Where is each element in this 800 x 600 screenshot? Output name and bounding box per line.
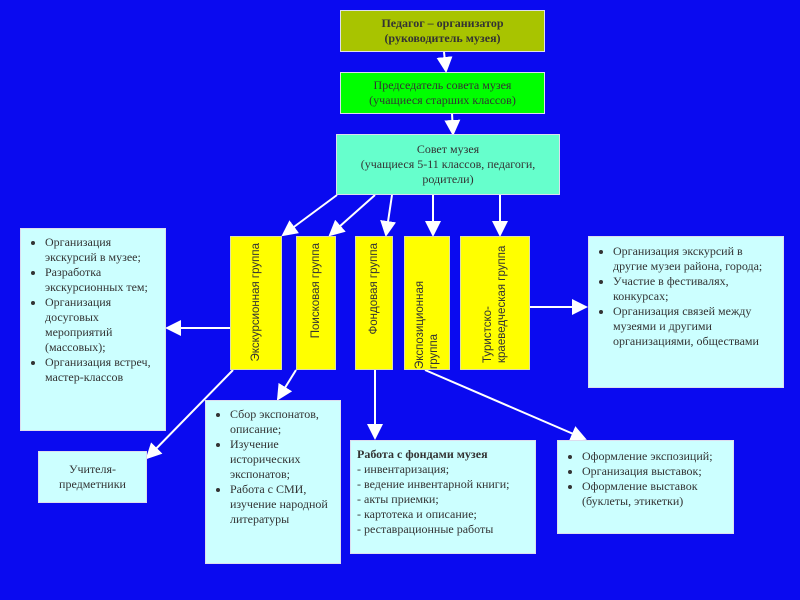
council-subtitle: (учащиеся 5-11 классов, педагоги, родите…	[360, 157, 536, 186]
chairman-subtitle: (учащиеся старших классов)	[369, 93, 516, 107]
group-label: Экспозиционная группа	[414, 280, 440, 369]
task-item: Разработка экскурсионных тем;	[45, 265, 161, 295]
organizer-box: Педагог – организатор (руководитель музе…	[340, 10, 545, 52]
group-label: Фондовая группа	[368, 243, 380, 335]
tourism-tasks-box: Организация экскурсий в другие музеи рай…	[588, 236, 784, 388]
fund-tasks-box: Работа с фондами музея - инвентаризация;…	[350, 440, 536, 554]
teachers-box: Учителя-предметники	[38, 451, 147, 503]
exposition-tasks-box: Оформление экспозиций; Организация выста…	[557, 440, 734, 534]
task-item: Сбор экспонатов, описание;	[230, 407, 336, 437]
chairman-box: Председатель совета музея (учащиеся стар…	[340, 72, 545, 114]
group-search: Поисковая группа	[296, 236, 336, 370]
task-item: Организация выставок;	[582, 464, 727, 479]
search-tasks-box: Сбор экспонатов, описание; Изучение исто…	[205, 400, 341, 564]
task-item: Участие в фестивалях, конкурсах;	[613, 274, 777, 304]
excursion-tasks-box: Организация экскурсий в музее; Разработк…	[20, 228, 166, 431]
fund-title: Работа с фондами музея	[357, 447, 488, 461]
organizer-title: Педагог – организатор	[381, 16, 504, 30]
task-item: Оформление экспозиций;	[582, 449, 727, 464]
task-item: - акты приемки;	[357, 492, 439, 506]
task-item: Организация встреч, мастер-классов	[45, 355, 161, 385]
group-excursion: Экскурсионная группа	[230, 236, 282, 370]
council-box: Совет музея (учащиеся 5-11 классов, педа…	[336, 134, 560, 195]
teachers-label: Учителя-предметники	[59, 462, 126, 491]
task-item: - ведение инвентарной книги;	[357, 477, 510, 491]
group-exposition: Экспозиционная группа	[404, 236, 450, 370]
task-item: Изучение исторических экспонатов;	[230, 437, 336, 482]
group-label: Туристско-краеведческая группа	[482, 245, 508, 363]
task-item: Организация досуговых мероприятий (массо…	[45, 295, 161, 355]
task-item: Оформление выставок (буклеты, этикетки)	[582, 479, 727, 509]
task-item: - реставрационные работы	[357, 522, 494, 536]
task-item: - картотека и описание;	[357, 507, 477, 521]
group-label: Поисковая группа	[310, 243, 322, 339]
organizer-subtitle: (руководитель музея)	[384, 31, 501, 45]
task-item: Организация экскурсий в музее;	[45, 235, 161, 265]
chairman-title: Председатель совета музея	[373, 78, 512, 92]
group-fund: Фондовая группа	[355, 236, 393, 370]
council-title: Совет музея	[416, 142, 480, 156]
group-label: Экскурсионная группа	[250, 243, 262, 362]
group-tourism: Туристско-краеведческая группа	[460, 236, 530, 370]
task-item: - инвентаризация;	[357, 462, 450, 476]
task-item: Работа с СМИ, изучение народной литерату…	[230, 482, 336, 527]
task-item: Организация экскурсий в другие музеи рай…	[613, 244, 777, 274]
task-item: Организация связей между музеями и други…	[613, 304, 777, 349]
